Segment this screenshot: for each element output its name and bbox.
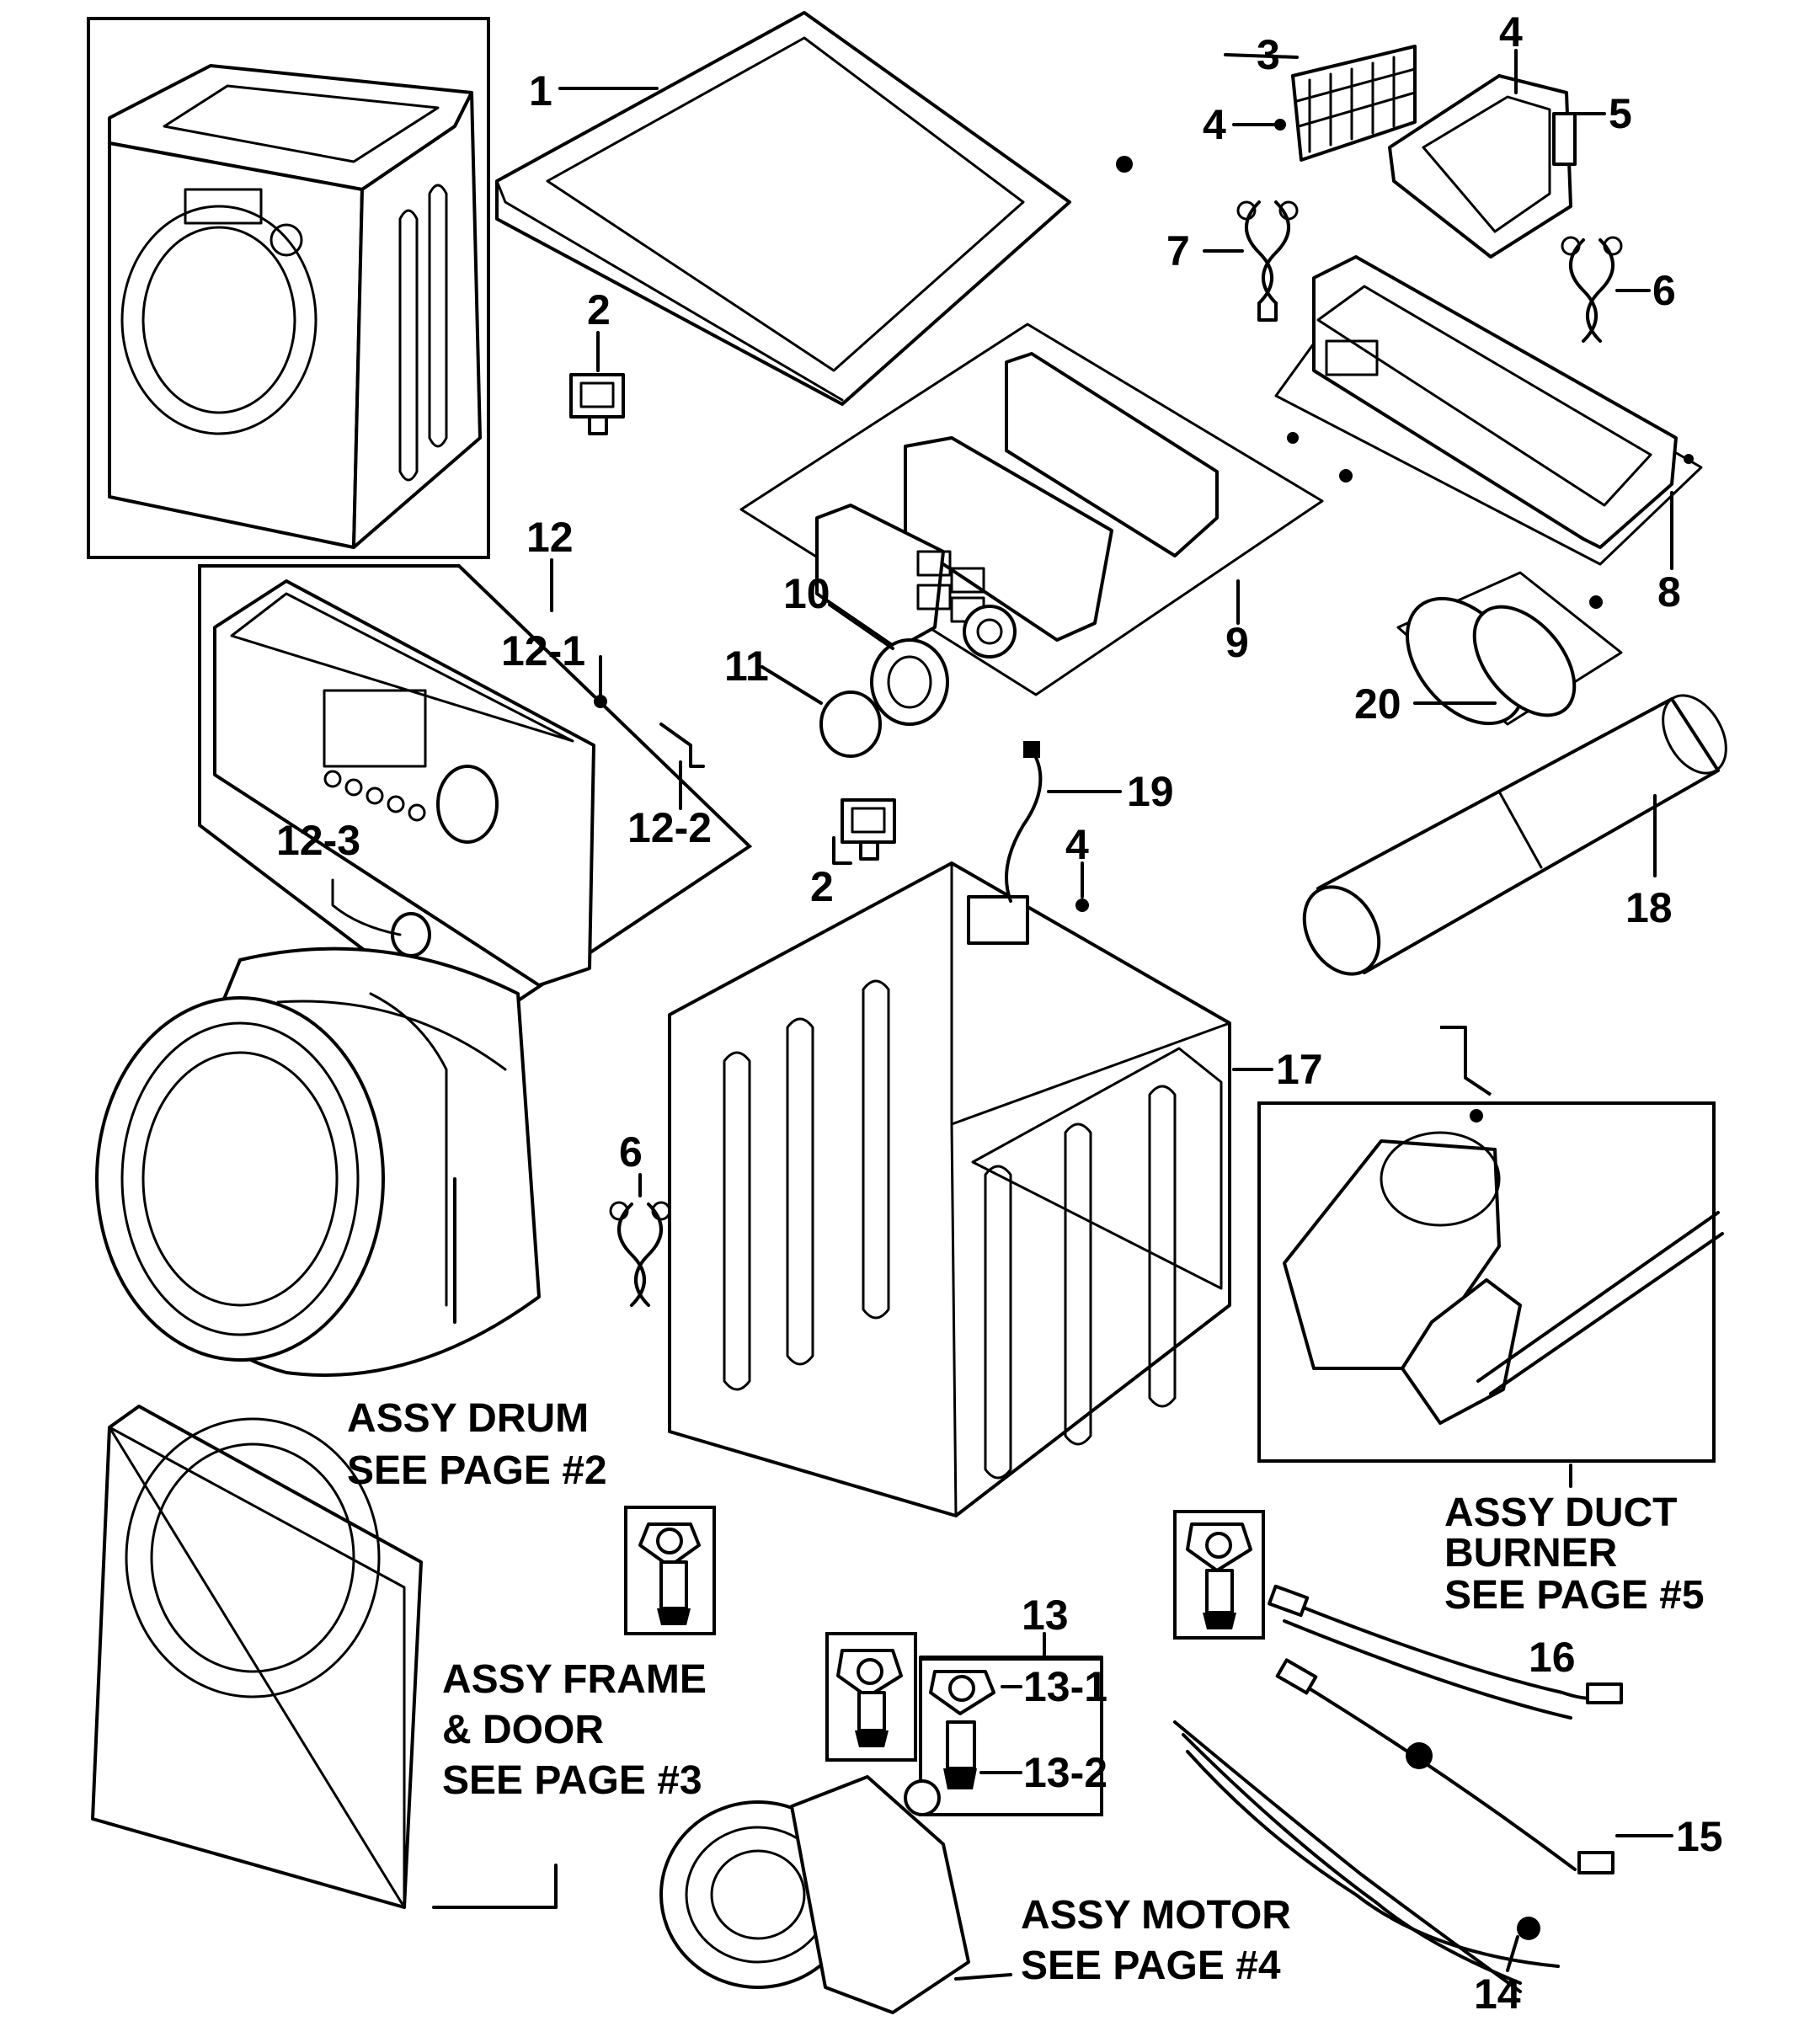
label-4-left: 4 xyxy=(1203,101,1226,148)
duct-transition-part-20 xyxy=(1396,571,1623,726)
label-1: 1 xyxy=(529,67,552,115)
blower-motor-assembly xyxy=(659,1775,1012,2014)
drum-assembly xyxy=(95,947,541,1378)
label-5: 5 xyxy=(1609,90,1632,137)
leveling-foot-box-center xyxy=(825,1632,917,1762)
dryer-overview-inset xyxy=(87,17,490,559)
label-12-1: 12-1 xyxy=(501,627,585,675)
label-2-cabinet: 2 xyxy=(810,863,834,910)
wire-harness-parts-14-15-16 xyxy=(1173,1584,1673,1993)
control-panel-part-12 xyxy=(198,558,753,1034)
caption-duct-line3: SEE PAGE #5 xyxy=(1444,1573,1705,1618)
label-13: 13 xyxy=(1022,1592,1069,1639)
caption-motor-line2: SEE PAGE #4 xyxy=(1021,1944,1281,1988)
clip-part-2-top xyxy=(569,331,625,435)
label-20: 20 xyxy=(1354,680,1401,728)
wire-clip-part-6-left xyxy=(609,1173,671,1307)
label-11: 11 xyxy=(724,643,769,690)
wire-clip-part-7 xyxy=(1203,200,1299,322)
cabinet-part-17 xyxy=(668,741,1273,1517)
label-6-top: 6 xyxy=(1652,267,1676,314)
leveling-foot-box-left xyxy=(624,1506,716,1635)
label-18: 18 xyxy=(1625,884,1673,931)
part-labels: 1 2 2 3 4 4 4 5 6 6 7 8 9 10 11 12 12-1 … xyxy=(276,8,1723,2018)
label-3: 3 xyxy=(1257,31,1280,78)
caption-drum-line1: ASSY DRUM xyxy=(347,1396,589,1441)
top-panel-part-1 xyxy=(495,11,1133,406)
label-8: 8 xyxy=(1657,568,1681,616)
label-2-top: 2 xyxy=(587,286,611,333)
label-12-3: 12-3 xyxy=(276,817,360,864)
exhaust-duct-part-18 xyxy=(1302,694,1727,1122)
label-12-2: 12-2 xyxy=(627,804,712,851)
label-6-left: 6 xyxy=(619,1128,643,1176)
label-10: 10 xyxy=(783,570,830,617)
label-13-1: 13-1 xyxy=(1023,1663,1107,1710)
caption-duct-line1: ASSY DUCT xyxy=(1444,1490,1678,1535)
label-15: 15 xyxy=(1676,1813,1723,1860)
label-12: 12 xyxy=(526,514,574,561)
caption-frame-line3: SEE PAGE #3 xyxy=(442,1758,702,1803)
label-9: 9 xyxy=(1225,619,1249,666)
knob-parts-10-11 xyxy=(761,603,949,758)
caption-motor-line1: ASSY MOTOR xyxy=(1021,1893,1291,1938)
clip-part-2-cabinet xyxy=(832,798,896,865)
label-4-top: 4 xyxy=(1499,8,1523,56)
assembly-captions: ASSY DRUM SEE PAGE #2 ASSY FRAME & DOOR … xyxy=(347,1396,1705,1988)
frame-door-assembly xyxy=(91,1405,558,1909)
leveling-foot-box-right xyxy=(1173,1510,1265,1640)
label-17: 17 xyxy=(1276,1046,1323,1093)
caption-frame-line1: ASSY FRAME xyxy=(442,1657,707,1702)
caption-duct-line2: BURNER xyxy=(1444,1531,1617,1576)
label-19: 19 xyxy=(1127,768,1174,815)
filter-housing-parts-3-4-5 xyxy=(1224,45,1606,259)
label-13-2: 13-2 xyxy=(1023,1749,1107,1796)
control-board-part-9 xyxy=(739,323,1353,696)
duct-housing-part-8 xyxy=(1274,255,1703,609)
leveling-foot-part-13 xyxy=(919,1632,1103,1816)
label-7: 7 xyxy=(1166,227,1190,275)
caption-frame-line2: & DOOR xyxy=(442,1708,604,1752)
label-16: 16 xyxy=(1529,1634,1576,1681)
caption-drum-line2: SEE PAGE #2 xyxy=(347,1448,607,1493)
label-14: 14 xyxy=(1474,1970,1521,2018)
label-4-cabinet: 4 xyxy=(1065,821,1089,868)
duct-burner-assembly xyxy=(1257,1101,1724,1488)
wire-clip-part-6-top xyxy=(1561,236,1651,343)
